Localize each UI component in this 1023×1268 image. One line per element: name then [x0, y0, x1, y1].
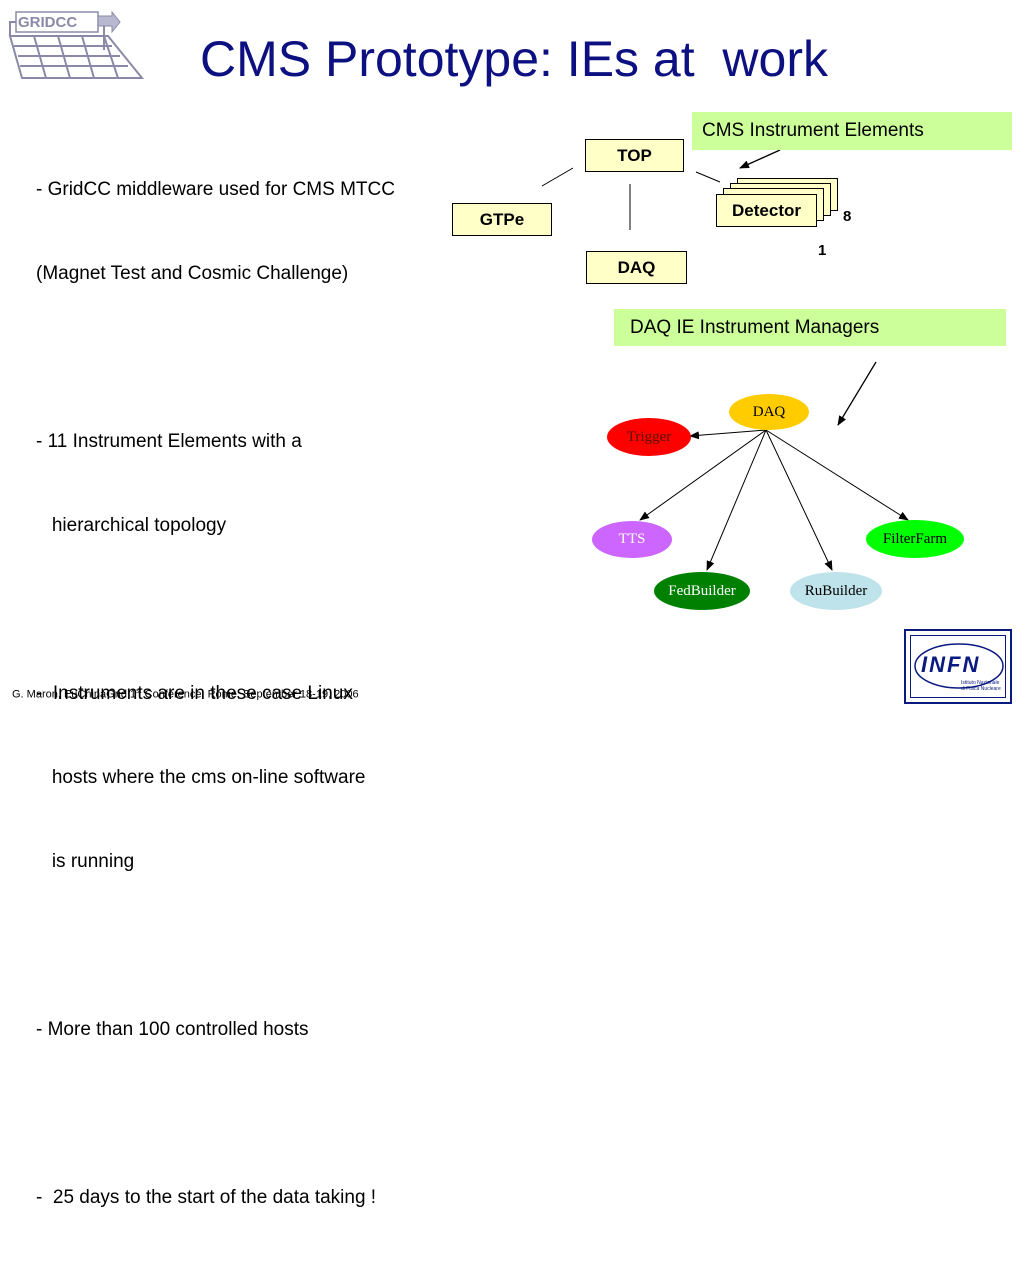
bullet-item: - More than 100 controlled hosts — [36, 960, 506, 1100]
edge-daq-trigger — [689, 429, 767, 440]
edge-daq-tts — [639, 429, 767, 521]
node-detector: Detector — [716, 194, 817, 227]
footer-post: Conference, Rome, September 18-19, 2006 — [141, 688, 359, 701]
bullet-line: is running — [36, 851, 135, 872]
arrow-ie-label — [739, 149, 781, 169]
bullet-line: - More than 100 controlled hosts — [36, 1019, 309, 1040]
node-tts: TTS — [592, 521, 672, 558]
infn-subtitle-1: Istituto Nazionale — [961, 680, 1000, 686]
infn-subtitle-2: di Fisica Nucleare — [961, 686, 1001, 692]
bullet-item: - 25 days to the start of the data takin… — [36, 1128, 506, 1268]
footer-pre: G. Maron, EuChinaGrid 1 — [12, 688, 137, 701]
infn-orbit-icon — [914, 643, 1004, 689]
infn-logo: INFN Istituto Nazionale di Fisica Nuclea… — [904, 629, 1012, 704]
im-label-box: DAQ IE Instrument Managers — [614, 309, 1006, 346]
ie-label-box: CMS Instrument Elements — [692, 112, 1012, 150]
edge-top-detector — [695, 171, 721, 183]
gridcc-logo: GRIDCC — [4, 6, 145, 82]
bullet-line: (Magnet Test and Cosmic Challenge) — [36, 263, 349, 284]
gridcc-logo-text: GRIDCC — [18, 14, 78, 31]
node-daq-manager: DAQ — [729, 394, 809, 430]
arrow-im-label — [837, 361, 877, 426]
bullet-item: - 11 Instrument Elements with a hierarch… — [36, 372, 506, 596]
bullet-line: hierarchical topology — [36, 515, 227, 536]
detector-stack: Detector — [716, 178, 840, 232]
bullet-line: - 25 days to the start of the data takin… — [36, 1187, 377, 1208]
detector-count-8: 8 — [843, 208, 852, 225]
bullet-line: - Instruments are in these case Linux — [36, 683, 353, 704]
bullet-line: - GridCC middleware used for CMS MTCC — [36, 179, 395, 200]
node-fedbuilder: FedBuilder — [654, 572, 750, 610]
node-rubuilder: RuBuilder — [790, 572, 882, 610]
edge-daq-fedbuilder — [706, 429, 767, 571]
edge-daq-rubuilder — [765, 429, 833, 571]
infn-logo-inner: INFN Istituto Nazionale di Fisica Nuclea… — [910, 635, 1006, 698]
page-title: CMS Prototype: IEs at work — [200, 31, 828, 87]
edge-top-gtpe — [541, 167, 574, 187]
edge-daq-filterfarm — [765, 429, 909, 521]
node-filterfarm: FilterFarm — [866, 520, 964, 558]
node-daq-ie: DAQ — [586, 251, 687, 284]
infn-logo-text: INFN — [921, 652, 981, 677]
detector-count-1: 1 — [818, 242, 827, 259]
node-gtpe: GTPe — [452, 203, 552, 236]
bullet-line: - 11 Instrument Elements with a — [36, 431, 302, 452]
footer-sup: st — [136, 688, 142, 695]
footer-citation: G. Maron, EuChinaGrid 1st Conference, Ro… — [12, 688, 359, 701]
node-top: TOP — [585, 139, 684, 172]
diagram-connectors — [541, 149, 909, 571]
bullet-line: hosts where the cms on-line software — [36, 767, 366, 788]
node-trigger: Trigger — [607, 418, 691, 456]
bullet-item: - GridCC middleware used for CMS MTCC (M… — [36, 120, 506, 344]
gridcc-logo-icon — [8, 10, 145, 79]
